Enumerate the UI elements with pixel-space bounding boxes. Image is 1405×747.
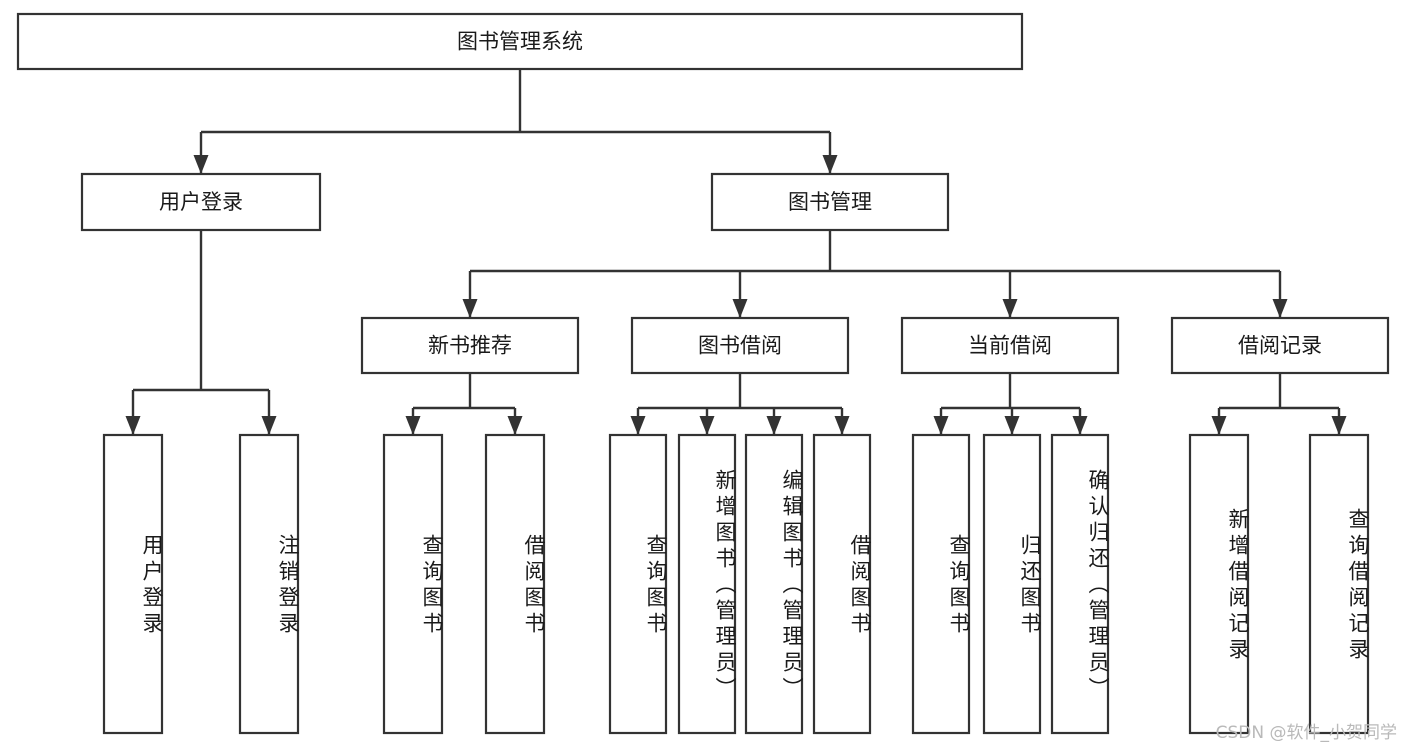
- root-drop-1-arrow-icon: [822, 155, 838, 174]
- node-current-borrow-label: 当前借阅: [968, 334, 1052, 358]
- node-user-login-box[interactable]: [80, 172, 322, 232]
- book-manage-drop-2-arrow-icon: [1002, 299, 1018, 318]
- current-borrow-drop-2-arrow-icon: [1072, 416, 1088, 435]
- root-node-label: 图书管理系统: [457, 30, 583, 54]
- leaf-leaf-query-record-box[interactable]: [1308, 433, 1370, 735]
- leaf-leaf-return-book-box[interactable]: [982, 433, 1042, 735]
- leaf-leaf-edit-book-box[interactable]: [744, 433, 804, 735]
- new-book-recommend-drop-0-arrow-icon: [405, 416, 421, 435]
- node-borrow-record-label: 借阅记录: [1238, 334, 1322, 358]
- current-borrow-drop-1-arrow-icon: [1004, 416, 1020, 435]
- leaf-leaf-user-login-box[interactable]: [102, 433, 164, 735]
- leaf-leaf-borrow-book-2-box[interactable]: [812, 433, 872, 735]
- leaf-leaf-query-book-1-box[interactable]: [382, 433, 444, 735]
- borrow-record-drop-1-arrow-icon: [1331, 416, 1347, 435]
- book-manage-drop-1-arrow-icon: [732, 299, 748, 318]
- leaf-leaf-add-record-box[interactable]: [1188, 433, 1250, 735]
- leaf-leaf-query-book-3-box[interactable]: [911, 433, 971, 735]
- book-borrow-drop-3-arrow-icon: [834, 416, 850, 435]
- leaf-leaf-query-book-2-box[interactable]: [608, 433, 668, 735]
- user-login-drop-1-arrow-icon: [261, 416, 277, 435]
- node-new-book-recommend-label: 新书推荐: [428, 334, 512, 358]
- new-book-recommend-drop-1-arrow-icon: [507, 416, 523, 435]
- book-manage-drop-3-arrow-icon: [1272, 299, 1288, 318]
- node-book-borrow-box[interactable]: [630, 316, 850, 375]
- node-user-login-label: 用户登录: [159, 190, 243, 214]
- watermark-text: CSDN @软件_小贺同学: [1215, 723, 1397, 743]
- leaf-leaf-add-book-box[interactable]: [677, 433, 737, 735]
- borrow-record-drop-0-arrow-icon: [1211, 416, 1227, 435]
- book-borrow-drop-2-arrow-icon: [766, 416, 782, 435]
- current-borrow-drop-0-arrow-icon: [933, 416, 949, 435]
- node-new-book-recommend-box[interactable]: [360, 316, 580, 375]
- leaf-leaf-logout-box[interactable]: [238, 433, 300, 735]
- node-current-borrow-box[interactable]: [900, 316, 1120, 375]
- node-borrow-record-box[interactable]: [1170, 316, 1390, 375]
- leaf-leaf-borrow-book-1-box[interactable]: [484, 433, 546, 735]
- book-borrow-drop-0-arrow-icon: [630, 416, 646, 435]
- leaf-leaf-confirm-return-box[interactable]: [1050, 433, 1110, 735]
- boxes-layer: [16, 12, 1390, 735]
- root-drop-0-arrow-icon: [193, 155, 209, 174]
- user-login-drop-0-arrow-icon: [125, 416, 141, 435]
- node-book-manage-label: 图书管理: [788, 190, 872, 214]
- root-node-box[interactable]: [16, 12, 1024, 71]
- book-manage-drop-0-arrow-icon: [462, 299, 478, 318]
- node-book-borrow-label: 图书借阅: [698, 334, 782, 358]
- connectors-layer: [125, 69, 1347, 435]
- book-borrow-drop-1-arrow-icon: [699, 416, 715, 435]
- node-book-manage-box[interactable]: [710, 172, 950, 232]
